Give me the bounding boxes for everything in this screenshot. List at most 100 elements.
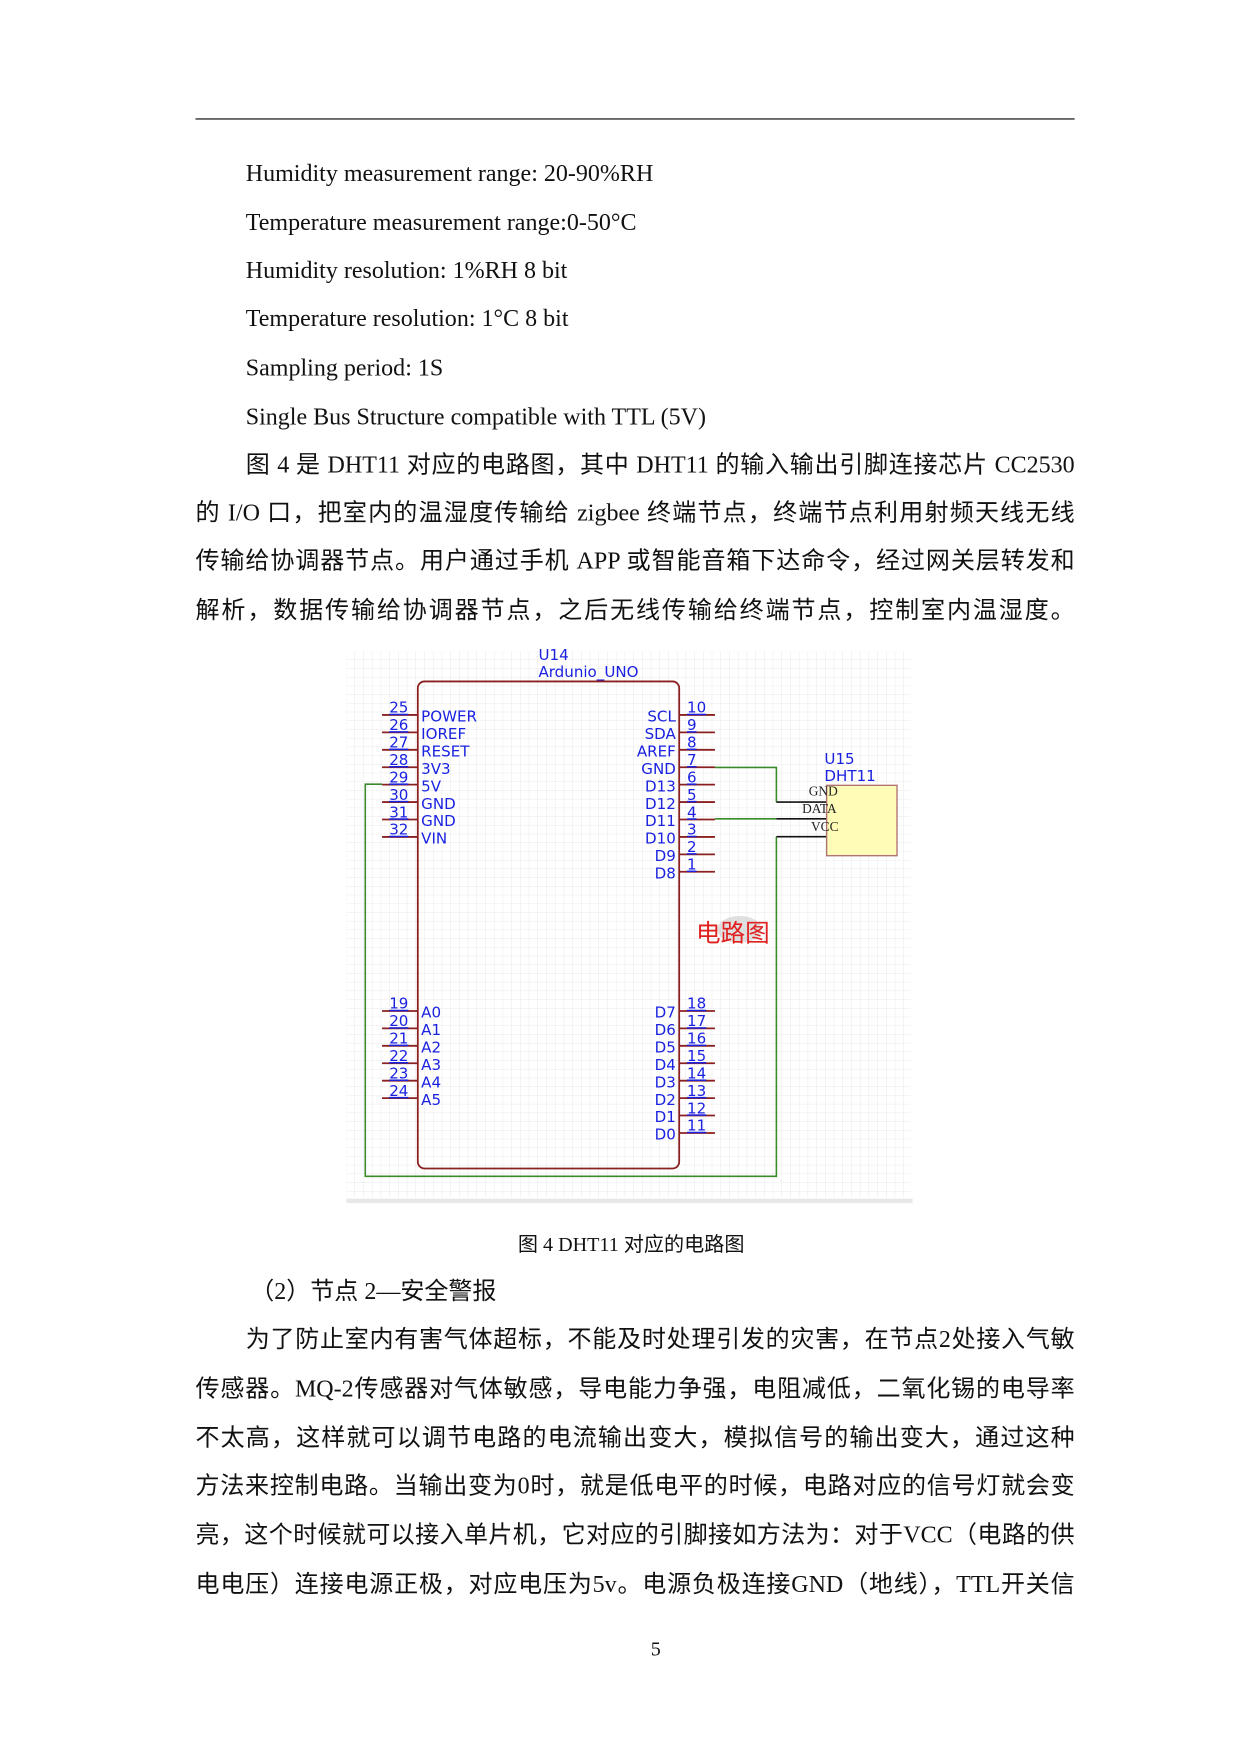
paragraph-line: 图 4 是 DHT11 对应的电路图，其中 DHT11 的输入输出引脚连接芯片 …: [245, 451, 1075, 479]
pin-number: 25: [389, 699, 408, 717]
pin-number: 13: [687, 1082, 706, 1100]
pin-number: 29: [389, 768, 408, 786]
pin-label: 5V: [421, 777, 442, 795]
pin-number: 7: [687, 751, 697, 769]
pin-label: D13: [645, 777, 676, 795]
schematic-grid: [346, 651, 911, 1198]
pin-label: IOREF: [421, 725, 466, 743]
pin-number: 27: [389, 734, 408, 752]
pin-number: 1: [687, 856, 697, 874]
pin-label: A0: [421, 1004, 441, 1022]
pin-number: 23: [389, 1064, 408, 1082]
header-rule: [195, 118, 1075, 120]
pin-label: D4: [655, 1056, 676, 1074]
arduino-body: [416, 680, 681, 1170]
spec-line: Sampling period: 1S: [245, 354, 444, 381]
pin-number: 4: [687, 803, 697, 821]
section-heading: （2）节点 2—安全警报: [250, 1277, 497, 1305]
pin-label: D6: [655, 1021, 676, 1039]
pin-number: 32: [389, 821, 408, 839]
spec-line: Single Bus Structure compatible with TTL…: [245, 403, 707, 431]
pin-number: 11: [687, 1117, 706, 1135]
pin-label: AREF: [637, 743, 676, 761]
pin-label: D8: [655, 864, 676, 882]
paragraph-line: 电电压）连接电源正极，对应电压为5v。电源负极连接GND（地线），TTL开关信: [195, 1570, 1075, 1598]
spec-line: Humidity measurement range: 20-90%RH: [245, 159, 654, 187]
paragraph-line: 解析，数据传输给协调器节点，之后无线传输给终端节点，控制室内温湿度。: [195, 596, 1075, 624]
pin-number: 28: [389, 751, 408, 769]
pin-label: A3: [421, 1056, 441, 1074]
pin-label: GND: [421, 812, 456, 830]
pin-number: 26: [389, 716, 408, 734]
pin-label: D0: [655, 1126, 676, 1144]
pin-number: 21: [389, 1030, 408, 1048]
spec-line: Humidity resolution: 1%RH 8 bit: [245, 256, 568, 284]
pin-label: D12: [645, 795, 676, 813]
pin-number: 8: [687, 734, 697, 752]
watermark-smudge: [717, 916, 762, 943]
spec-line: Temperature measurement range:0-50°C: [245, 208, 637, 236]
pin-number: 30: [389, 786, 408, 804]
pin-number: 24: [389, 1082, 408, 1100]
u15-name: DHT11: [824, 767, 875, 785]
pin-label: GND: [421, 795, 456, 813]
pin-number: 17: [687, 1012, 706, 1030]
dht-pin-label: DATA: [802, 801, 837, 816]
pin-label: SCL: [647, 708, 676, 726]
pin-label: A5: [421, 1091, 441, 1109]
u15-ref: U15: [824, 750, 854, 768]
paragraph-line: 传感器。MQ-2传感器对气体敏感，导电能力争强，电阻减低，二氧化锡的电导率: [195, 1375, 1075, 1402]
pin-label: D11: [645, 812, 676, 830]
pin-label: RESET: [421, 743, 470, 761]
pin-number: 15: [687, 1047, 706, 1065]
paragraph-line: 亮，这个时候就可以接入单片机，它对应的引脚接如方法为：对于VCC（电路的供: [195, 1521, 1075, 1549]
u14-ref: U14: [538, 646, 568, 664]
paragraph-line: 的 I/O 口，把室内的温湿度传输给 zigbee 终端节点，终端节点利用射频天…: [195, 499, 1075, 527]
spec-line: Temperature resolution: 1°C 8 bit: [245, 304, 569, 332]
pin-label: GND: [641, 760, 676, 778]
pin-label: A1: [421, 1021, 441, 1039]
pin-number: 16: [687, 1030, 706, 1048]
pin-label: POWER: [421, 708, 477, 726]
pin-number: 18: [687, 995, 706, 1013]
pin-label: D9: [655, 847, 676, 865]
pin-label: A4: [421, 1073, 441, 1091]
pin-label: D5: [655, 1039, 676, 1057]
u14-name: Ardunio_UNO: [538, 663, 638, 682]
paragraph-line: 不太高，这样就可以调节电路的电流输出变大，模拟信号的输出变大，通过这种: [195, 1424, 1075, 1452]
figure-bottom-bar: [346, 1198, 913, 1204]
pin-number: 20: [389, 1012, 408, 1030]
pin-label: D1: [655, 1108, 676, 1126]
dht-pin-label: VCC: [811, 819, 839, 834]
pin-number: 31: [389, 803, 408, 821]
pin-number: 22: [389, 1047, 408, 1065]
pin-label: SDA: [645, 725, 677, 743]
pin-number: 2: [687, 838, 697, 856]
pin-number: 10: [687, 699, 706, 717]
pin-label: A2: [421, 1039, 441, 1057]
page-number: 5: [650, 1637, 661, 1661]
pin-number: 9: [687, 716, 697, 734]
pin-number: 6: [687, 768, 697, 786]
dht-pin-label: GND: [809, 783, 838, 798]
pin-label: VIN: [421, 830, 447, 848]
pin-label: D2: [655, 1091, 676, 1109]
paragraph-line: 为了防止室内有害气体超标，不能及时处理引发的灾害，在节点2处接入气敏: [245, 1325, 1075, 1353]
paragraph-line: 方法来控制电路。当输出变为0时，就是低电平的时候，电路对应的信号灯就会变: [195, 1472, 1075, 1500]
watermark-text: 电路图: [696, 919, 770, 948]
wire-gnd: [714, 766, 778, 803]
pin-number: 14: [687, 1064, 706, 1082]
pin-number: 5: [687, 786, 697, 804]
pin-label: D7: [655, 1004, 676, 1022]
pin-number: 3: [687, 821, 697, 839]
figure-caption: 图 4 DHT11 对应的电路图: [517, 1233, 745, 1256]
pin-label: D3: [655, 1073, 676, 1091]
dht11-body: [825, 784, 898, 857]
pin-label: 3V3: [421, 760, 451, 778]
wire-vcc: [364, 783, 778, 1178]
pin-label: D10: [645, 830, 676, 848]
pin-number: 19: [389, 995, 408, 1013]
pin-number: 12: [687, 1099, 706, 1117]
